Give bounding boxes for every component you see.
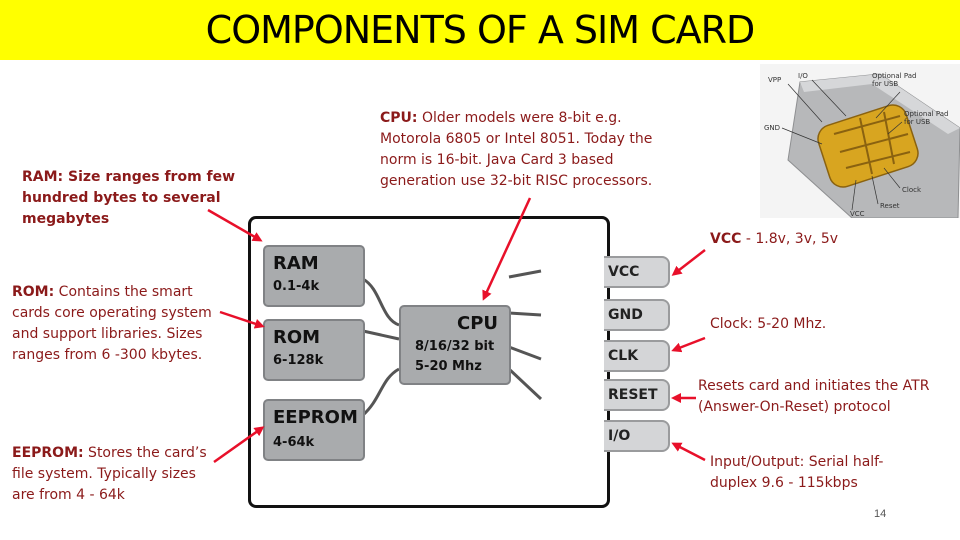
sim-label-reset: Reset [880, 202, 900, 210]
vcc-note-text: - 1.8v, 3v, 5v [741, 231, 839, 247]
sim-label-clock: Clock [902, 186, 922, 194]
sim-label-vcc: VCC [850, 210, 865, 218]
eeprom-block-name: EEPROM [273, 407, 358, 428]
pin-reset: RESET [604, 379, 670, 411]
ram-block-size: 0.1-4k [273, 279, 320, 294]
eeprom-note-text: Stores the card’s file system. Typically… [12, 445, 207, 503]
arrow-rom [219, 310, 265, 329]
title-bar: COMPONENTS OF A SIM CARD [0, 0, 960, 60]
arrow-cpu [482, 197, 532, 301]
rom-note: ROM: Contains the smart cards core opera… [12, 282, 217, 366]
gold-contact-pad [817, 104, 919, 188]
clock-note: Clock: 5-20 Mhz. [710, 316, 827, 332]
arrow-io [671, 442, 706, 462]
eeprom-note-label: EEPROM: [12, 445, 84, 461]
pin-io: I/O [604, 420, 670, 452]
pin-clk: CLK [604, 340, 670, 372]
cpu-note-text: Older models were 8-bit e.g. Motorola 68… [380, 110, 653, 189]
sim-label-io: I/O [798, 72, 808, 80]
cpu-block-bits: 8/16/32 bit [415, 339, 495, 354]
rom-block: ROM 6-128k [263, 319, 365, 381]
arrow-eeprom [213, 426, 265, 464]
ram-block: RAM 0.1-4k [263, 245, 365, 307]
cpu-block-speed: 5-20 Mhz [415, 359, 482, 374]
chip-connectors [361, 269, 543, 417]
ram-note: RAM: Size ranges from few hundred bytes … [22, 169, 236, 227]
eeprom-note: EEPROM: Stores the card’s file system. T… [12, 443, 217, 506]
ram-block-name: RAM [273, 253, 319, 274]
rom-note-text: Contains the smart cards core operating … [12, 284, 212, 363]
arrow-vcc [671, 249, 706, 276]
cpu-note-label: CPU: [380, 110, 418, 126]
rom-block-name: ROM [273, 327, 321, 348]
sim-label-vpp: VPP [768, 76, 782, 84]
sim-label-gnd: GND [764, 124, 781, 132]
page-number: 14 [874, 508, 887, 520]
pin-vcc: VCC [604, 256, 670, 288]
arrow-ram [207, 208, 263, 242]
io-note: Input/Output: Serial half-duplex 9.6 - 1… [710, 454, 884, 491]
sim-label-usb-1: Optional Pad for USB [872, 72, 917, 88]
cpu-note: CPU: Older models were 8-bit e.g. Motoro… [380, 108, 680, 192]
rom-note-label: ROM: [12, 284, 55, 300]
vcc-note: VCC - 1.8v, 3v, 5v [710, 229, 910, 250]
eeprom-block-size: 4-64k [273, 435, 315, 450]
cpu-block-name: CPU [457, 313, 499, 334]
reset-note: Resets card and initiates the ATR (Answe… [698, 378, 930, 415]
sim-card-illustration [781, 73, 960, 219]
rom-block-size: 6-128k [273, 353, 324, 368]
arrow-clock [671, 336, 706, 353]
pin-gnd: GND [604, 299, 670, 331]
eeprom-block: EEPROM 4-64k [263, 399, 365, 461]
sim-card-photo: VPP I/O Optional Pad for USB GND Optiona… [760, 64, 960, 219]
vcc-note-label: VCC [710, 231, 742, 247]
chip-panel: RAM 0.1-4k ROM 6-128k EEPROM 4-64k CPU 8… [248, 216, 610, 508]
sim-label-usb-2: Optional Pad for USB [904, 110, 949, 126]
cpu-block: CPU 8/16/32 bit 5-20 Mhz [399, 305, 511, 385]
slide-title: COMPONENTS OF A SIM CARD [205, 8, 756, 52]
